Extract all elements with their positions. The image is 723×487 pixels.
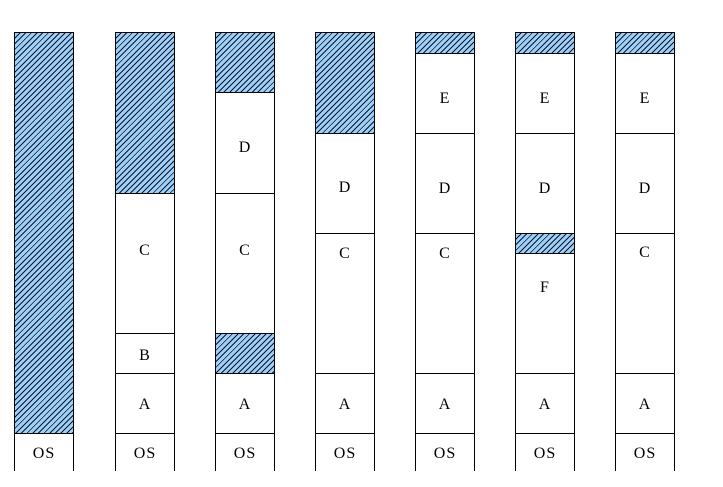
process-segment-b: B — [116, 333, 174, 373]
memory-bar-6: E D F A OS — [515, 32, 575, 472]
process-segment-d: D — [616, 133, 674, 233]
memory-bar-1: OS — [14, 32, 74, 472]
segment-label: A — [338, 396, 352, 413]
process-segment-os: OS — [116, 433, 174, 472]
segment-label: A — [238, 396, 252, 413]
free-memory-region — [216, 333, 274, 373]
process-segment-a: A — [516, 373, 574, 433]
process-segment-f: F — [516, 253, 574, 373]
segment-label: E — [539, 90, 551, 107]
process-segment-d: D — [516, 133, 574, 233]
segment-label: C — [339, 245, 351, 262]
segment-label: A — [538, 396, 552, 413]
segment-label: D — [538, 180, 552, 197]
process-segment-a: A — [616, 373, 674, 433]
memory-bar-4: D C A OS — [315, 32, 375, 472]
segment-label: OS — [533, 445, 557, 462]
process-segment-e: E — [616, 53, 674, 133]
free-memory-region — [416, 33, 474, 53]
segment-label: D — [338, 179, 352, 196]
free-memory-region — [216, 33, 274, 92]
segment-label: OS — [133, 445, 157, 462]
process-segment-a: A — [216, 373, 274, 433]
segment-label: D — [238, 139, 252, 156]
free-memory-region — [15, 33, 73, 433]
process-segment-a: A — [316, 373, 374, 433]
free-memory-region — [516, 33, 574, 53]
segment-label: D — [638, 180, 652, 197]
process-segment-d: D — [316, 133, 374, 233]
segment-label: OS — [433, 445, 457, 462]
segment-label: A — [438, 396, 452, 413]
process-segment-os: OS — [316, 433, 374, 472]
process-segment-d: D — [216, 92, 274, 193]
segment-label: E — [639, 90, 651, 107]
segment-label: C — [139, 242, 151, 259]
process-segment-c: C — [316, 233, 374, 373]
segment-label: C — [639, 244, 651, 261]
memory-bar-7: E D C A OS — [615, 32, 675, 472]
segment-label: C — [239, 242, 251, 259]
process-segment-os: OS — [216, 433, 274, 472]
segment-label: A — [138, 396, 152, 413]
segment-label: OS — [333, 445, 357, 462]
memory-bar-5: E D C A OS — [415, 32, 475, 472]
process-segment-e: E — [416, 53, 474, 133]
segment-label: F — [540, 279, 550, 296]
free-memory-region — [116, 33, 174, 193]
process-segment-c: C — [216, 193, 274, 333]
segment-label: D — [438, 180, 452, 197]
process-segment-os: OS — [416, 433, 474, 472]
free-memory-region — [316, 33, 374, 133]
process-segment-os: OS — [616, 433, 674, 472]
free-memory-region — [516, 233, 574, 253]
segment-label: B — [139, 347, 151, 364]
process-segment-os: OS — [15, 433, 73, 472]
memory-bar-2: C B A OS — [115, 32, 175, 472]
process-segment-a: A — [416, 373, 474, 433]
process-segment-c: C — [416, 233, 474, 373]
process-segment-e: E — [516, 53, 574, 133]
free-memory-region — [616, 33, 674, 53]
process-segment-a: A — [116, 373, 174, 433]
segment-label: C — [439, 245, 451, 262]
segment-label: A — [638, 396, 652, 413]
segment-label: OS — [32, 445, 56, 462]
segment-label: OS — [633, 445, 657, 462]
process-segment-c: C — [116, 193, 174, 333]
process-segment-c: C — [616, 233, 674, 373]
process-segment-os: OS — [516, 433, 574, 472]
segment-label: E — [439, 90, 451, 107]
segment-label: OS — [233, 445, 257, 462]
process-segment-d: D — [416, 133, 474, 233]
memory-bar-3: D C A OS — [215, 32, 275, 472]
